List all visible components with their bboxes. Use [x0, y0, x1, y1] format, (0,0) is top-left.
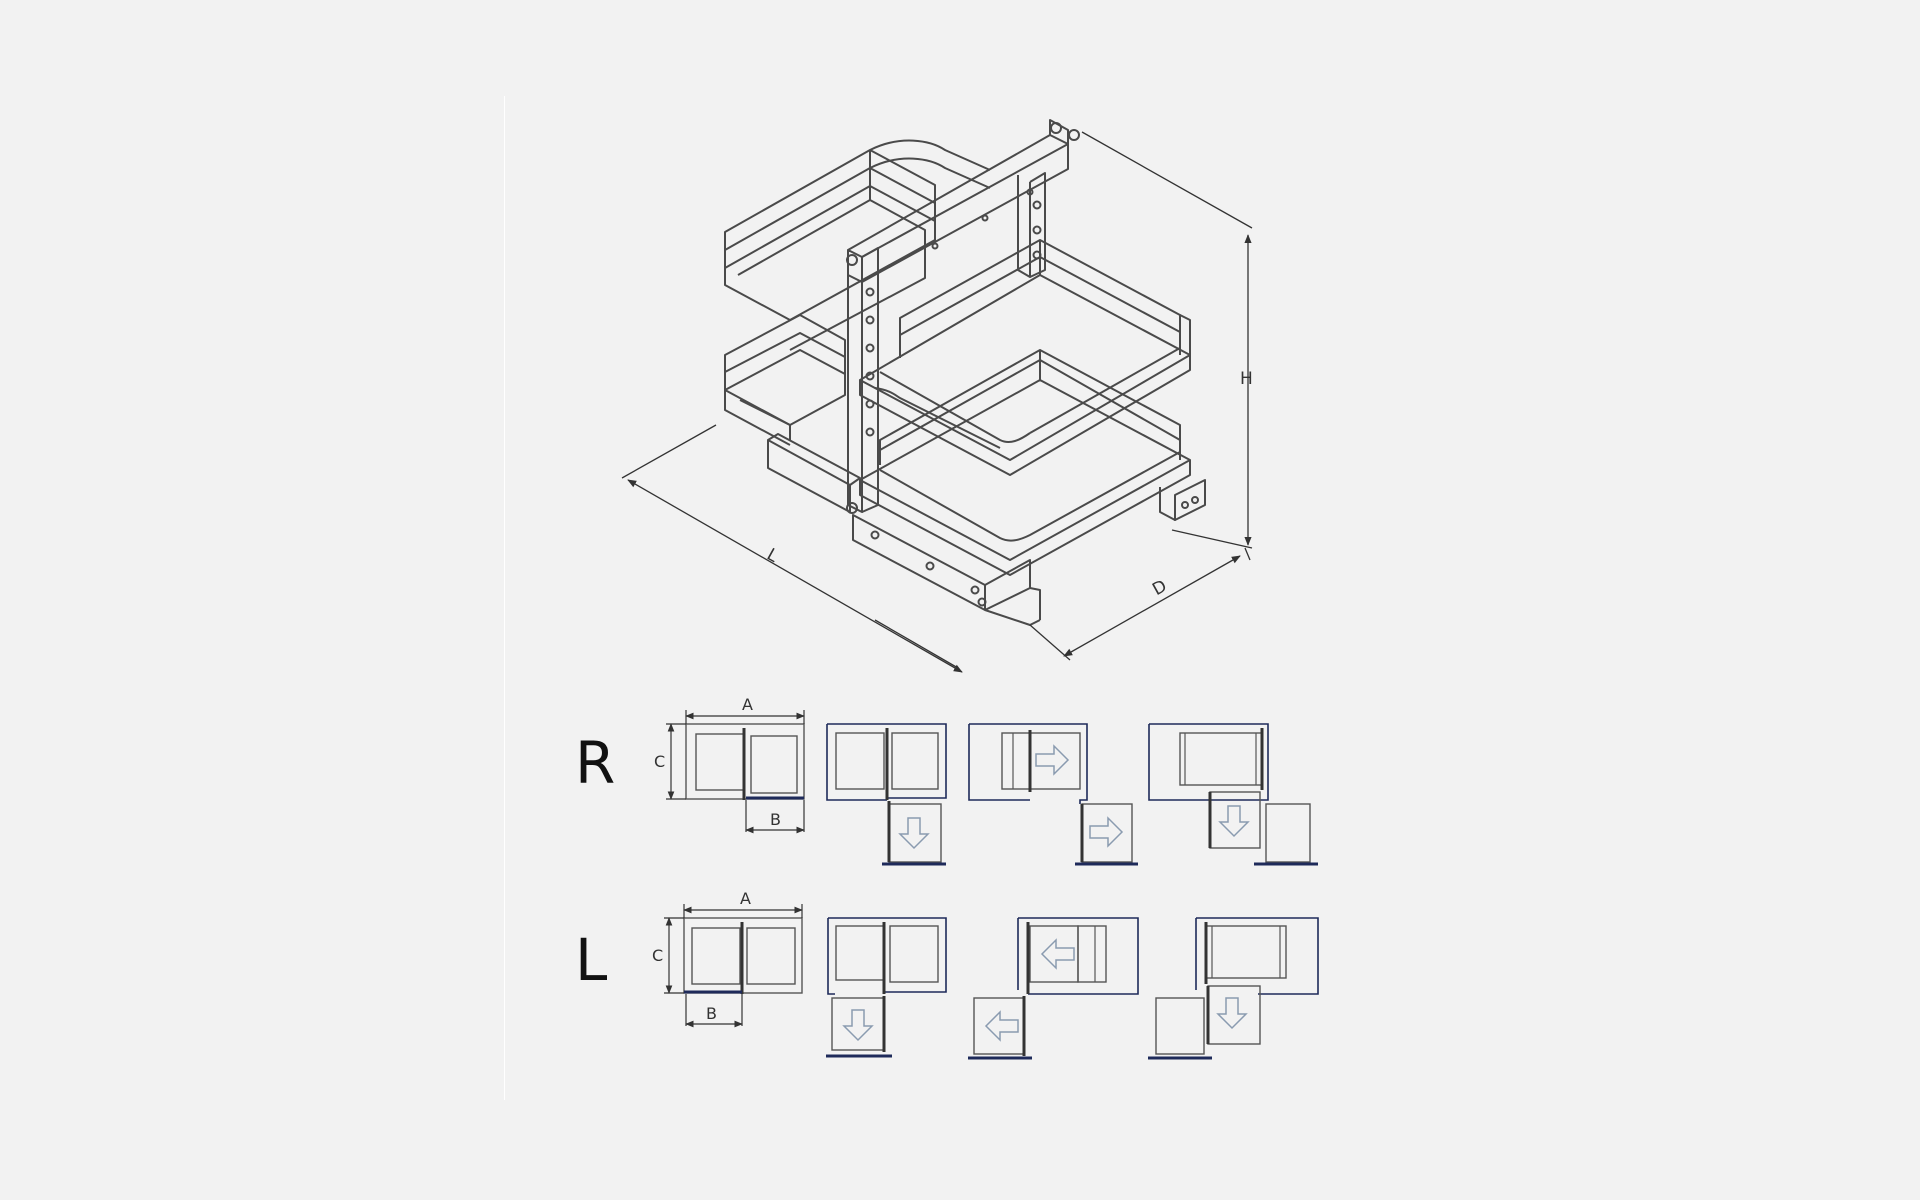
row-r-label: R: [575, 729, 615, 797]
dimension-lines: [621, 131, 1253, 673]
arrow-left-icon: [984, 1010, 1019, 1042]
arrow-down-icon: [1216, 997, 1248, 1030]
row-r-dim-c: C: [654, 752, 665, 771]
depth-dimension-label: D: [1149, 576, 1170, 600]
row-l-dim-c: C: [652, 946, 663, 965]
bottom-rail-right: [852, 479, 1206, 626]
row-r-dim-a: A: [742, 695, 753, 714]
right-lower-basket: [859, 349, 1191, 576]
arrow-down-icon: [898, 817, 930, 850]
column-and-beam: [846, 119, 1080, 514]
row-l-step-2: [826, 917, 947, 1058]
right-upper-basket: [859, 239, 1191, 476]
row-l-plan-dimensions: [664, 904, 803, 1028]
row-r-step-2: [826, 723, 947, 866]
length-dimension-label: L: [763, 545, 781, 567]
left-lower-basket: [724, 314, 846, 446]
arrow-left-icon: [1040, 938, 1075, 970]
isometric-drawing: [621, 119, 1253, 673]
row-r-plan-dimensions: [666, 710, 805, 834]
frame-divider: [504, 96, 505, 1100]
bottom-rail-left: [767, 433, 861, 513]
arrow-right-icon: [1035, 744, 1070, 776]
row-r-dim-b: B: [770, 810, 781, 829]
row-l-dim-b: B: [706, 1004, 717, 1023]
arrow-right-icon: [1089, 816, 1124, 848]
row-l-dim-a: A: [740, 889, 751, 908]
arrow-down-icon: [1218, 805, 1250, 838]
row-l-label: L: [575, 926, 607, 994]
row-l-step-3: [968, 917, 1139, 1060]
arrow-down-icon: [842, 1009, 874, 1042]
row-r-step-3: [968, 723, 1138, 866]
left-upper-basket: [724, 139, 991, 351]
height-dimension-label: H: [1240, 369, 1253, 389]
row-l-step-4: [1148, 917, 1319, 1060]
row-r-step-4: [1148, 723, 1318, 866]
